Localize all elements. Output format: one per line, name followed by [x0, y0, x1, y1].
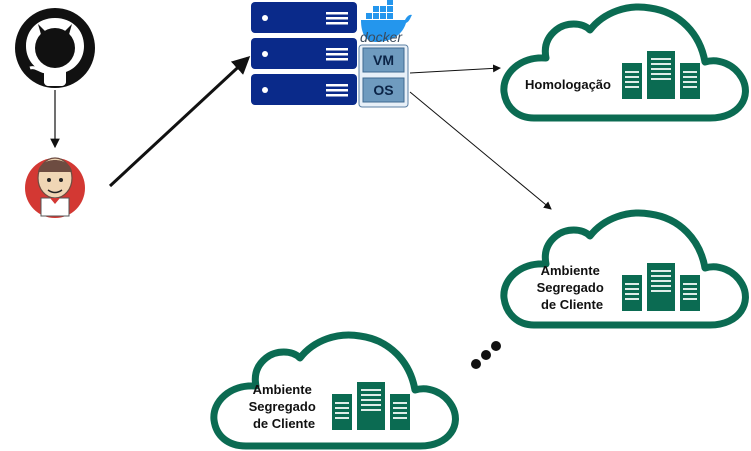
cloud-cliente-1-label: Ambiente Segregado de Cliente: [537, 263, 608, 312]
github-icon: [15, 8, 95, 88]
docker-label: docker: [360, 29, 403, 45]
jenkins-icon: [25, 157, 85, 218]
arrow-server-to-cliente: [409, 91, 552, 210]
cloud-cliente-2-label: Ambiente Segregado de Cliente: [249, 382, 320, 431]
arrow-server-to-homologacao: [409, 64, 501, 74]
docker-whale-icon: [361, 0, 412, 42]
cloud-homologacao-label: Homologação: [525, 77, 611, 92]
arrow-jenkins-to-server: [108, 55, 251, 188]
ellipsis-dots-icon: [471, 341, 501, 369]
cloud-cliente-1: [500, 209, 749, 329]
cloud-cliente-2: [210, 331, 459, 450]
os-label: OS: [373, 82, 393, 98]
server-rack-icon: [251, 2, 357, 105]
vm-label: VM: [373, 52, 394, 68]
vm-os-container: [358, 44, 409, 108]
cloud-homologacao: [500, 3, 749, 122]
